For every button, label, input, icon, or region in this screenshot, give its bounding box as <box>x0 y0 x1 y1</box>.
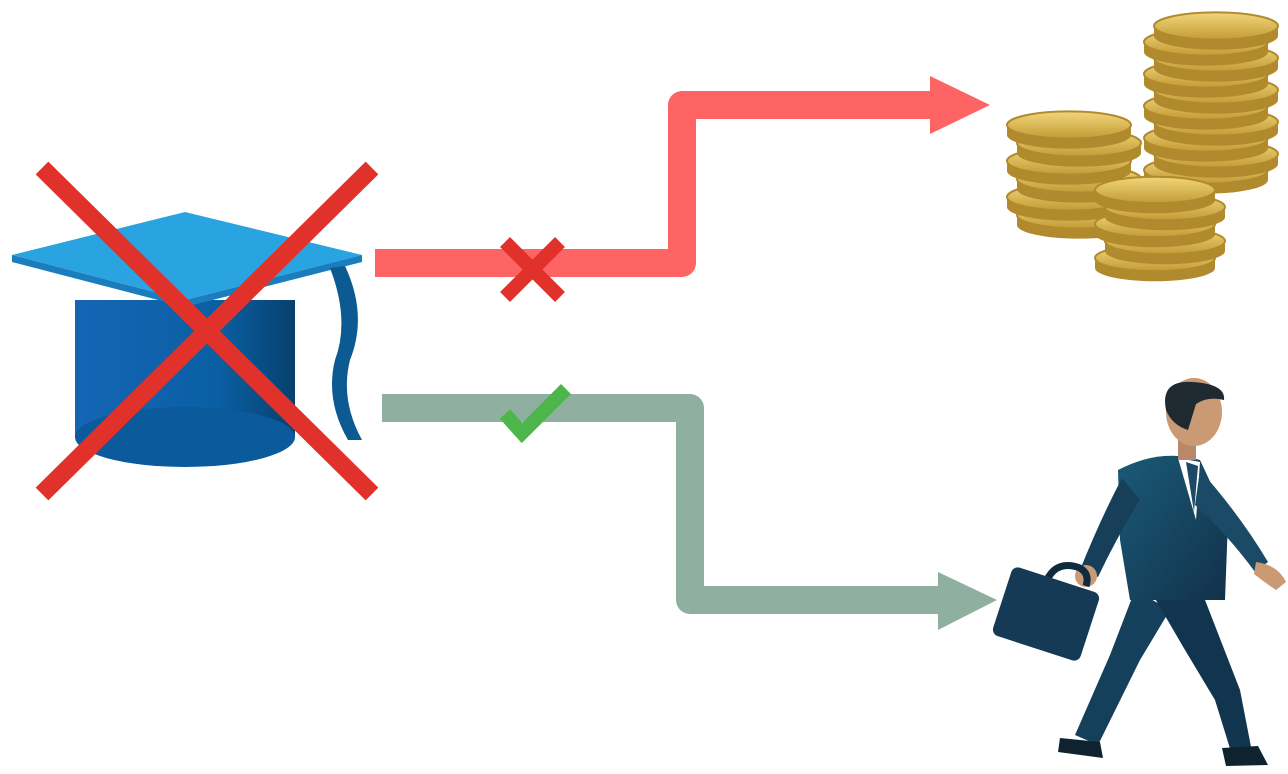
accepted-path-arrow <box>382 408 997 630</box>
rejected-path-arrow <box>375 76 990 263</box>
coin-icon <box>1095 177 1215 213</box>
coin-icon <box>1007 111 1131 148</box>
businessman-icon <box>991 378 1286 766</box>
coin-stacks-icon <box>1007 12 1278 281</box>
coin-icon <box>1154 12 1278 49</box>
